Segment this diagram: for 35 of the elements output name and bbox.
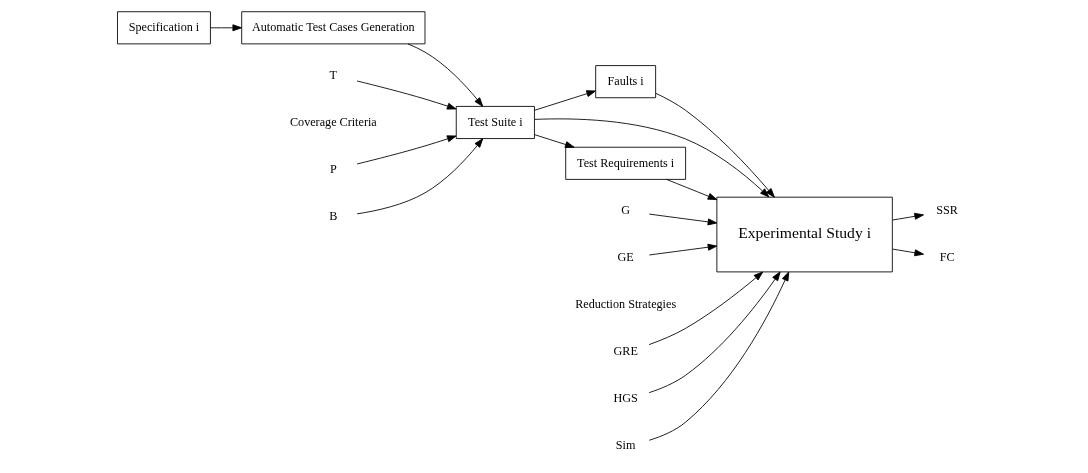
node-box: Experimental Study i [716, 196, 893, 273]
label: Coverage Criteria [289, 114, 377, 129]
node-box: Test Requirements i [565, 146, 687, 180]
node-text: T [329, 67, 338, 82]
arrow [648, 243, 718, 256]
arrow [892, 212, 924, 221]
arrow [210, 24, 243, 32]
node-text: GE [617, 250, 634, 265]
arrow [648, 213, 718, 226]
arrow [892, 248, 924, 257]
node-text: HGS [613, 390, 638, 405]
arrow [534, 90, 596, 111]
node-text: SSR [936, 203, 958, 218]
arrow [666, 178, 718, 201]
arrow [655, 92, 775, 198]
node-text: G [621, 203, 631, 218]
label: Reduction Strategies [575, 297, 677, 312]
node-text: GRE [613, 344, 638, 359]
arrow [648, 271, 790, 441]
node-box: Automatic Test Cases Generation [241, 11, 426, 45]
node-text: FC [939, 250, 955, 265]
arrow [534, 134, 575, 148]
arrow [356, 135, 457, 165]
node-box: Specification i [117, 11, 211, 45]
node-text: P [329, 161, 337, 176]
arrow [534, 118, 770, 198]
node-text: B [329, 208, 338, 223]
arrow [648, 271, 764, 346]
arrow [648, 271, 781, 394]
node-box: Faults i [595, 65, 657, 99]
arrow [407, 43, 484, 107]
node-box: Test Suite i [455, 105, 535, 139]
node-text: Sim [615, 437, 636, 452]
arrow [356, 80, 457, 110]
arrow [356, 138, 484, 215]
